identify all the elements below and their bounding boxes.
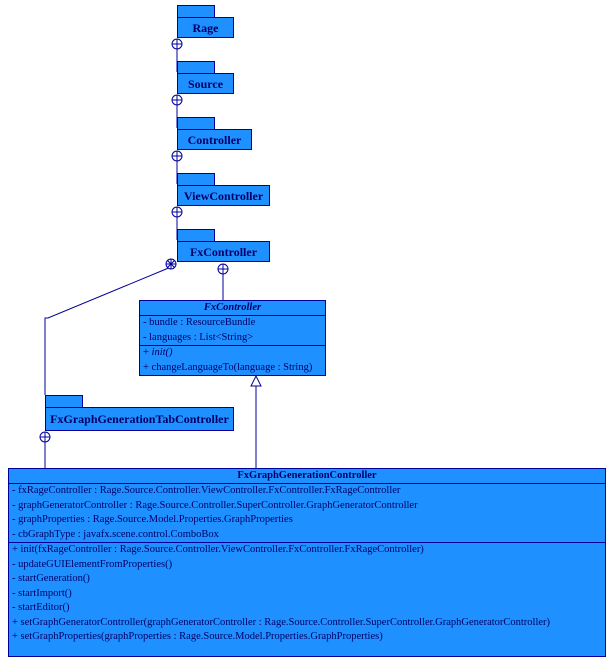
class-name-fxcontroller: FxController	[140, 301, 325, 316]
attributes-section: - bundle : ResourceBundle - languages : …	[140, 316, 325, 346]
operations-section: + init(fxRageController : Rage.Source.Co…	[9, 543, 605, 645]
attribute-graphproperties: - graphProperties : Rage.Source.Model.Pr…	[12, 514, 293, 525]
package-controller[interactable]: Controller	[177, 129, 252, 150]
operation-name-changelanguageto: changeLanguageTo(language : String)	[151, 361, 313, 373]
operation-updateguielementfromproperties: - updateGUIElementFromProperties()	[12, 558, 173, 570]
class-name-fxgraphgenerationcontroller: FxGraphGenerationController	[9, 469, 605, 484]
operation-init: + init(fxRageController : Rage.Source.Co…	[12, 544, 424, 555]
attribute-cbgraphtype: - cbGraphType : javafx.scene.control.Com…	[12, 528, 219, 540]
class-fxgraphgenerationcontroller[interactable]: FxGraphGenerationController - fxRageCont…	[8, 468, 606, 657]
containment-line-fxcontroller-tabcontroller	[44, 266, 172, 395]
operation-visibility: +	[143, 347, 152, 358]
package-label-fxcontroller: FxController	[189, 245, 258, 259]
package-label-viewcontroller: ViewController	[183, 189, 264, 203]
operations-section: + init() + changeLanguageTo(language : S…	[140, 346, 325, 375]
operation-init: + init()	[140, 346, 325, 361]
package-label-source: Source	[187, 77, 224, 91]
attribute-bundle: - bundle : ResourceBundle	[143, 317, 256, 328]
package-label-rage: Rage	[192, 21, 219, 35]
operation-startgeneration: - startGeneration()	[12, 573, 90, 584]
operation-starteditor: - startEditor()	[12, 602, 70, 613]
attribute-fxragecontroller: - fxRageController : Rage.Source.Control…	[12, 485, 401, 496]
operation-setgraphproperties: + setGraphProperties(graphProperties : R…	[12, 631, 383, 642]
operation-setgraphgeneratorcontroller: + setGraphGeneratorController(graphGener…	[12, 616, 551, 628]
package-source[interactable]: Source	[177, 73, 234, 94]
package-fxgraphgenerationtabcontroller[interactable]: FxGraphGenerationTabController	[45, 407, 234, 431]
package-label-fxgraphgenerationtabcontroller: FxGraphGenerationTabController	[50, 412, 229, 426]
operation-startimport: - startImport()	[12, 587, 72, 599]
operation-changelanguageto: + changeLanguageTo(language : String)	[140, 361, 325, 376]
operation-visibility: +	[143, 361, 152, 373]
package-viewcontroller[interactable]: ViewController	[177, 185, 270, 206]
attributes-section: - fxRageController : Rage.Source.Control…	[9, 484, 605, 543]
attribute-languages: - languages : List<String>	[143, 331, 254, 343]
package-label-controller: Controller	[187, 133, 242, 147]
class-fxcontroller[interactable]: FxController - bundle : ResourceBundle -…	[139, 300, 326, 376]
generalization-arrowhead	[250, 374, 262, 387]
attribute-graphgeneratorcontroller: - graphGeneratorController : Rage.Source…	[12, 499, 418, 511]
package-fxcontroller[interactable]: FxController	[177, 241, 270, 262]
operation-name-init: init()	[151, 347, 173, 358]
package-rage[interactable]: Rage	[177, 17, 234, 38]
